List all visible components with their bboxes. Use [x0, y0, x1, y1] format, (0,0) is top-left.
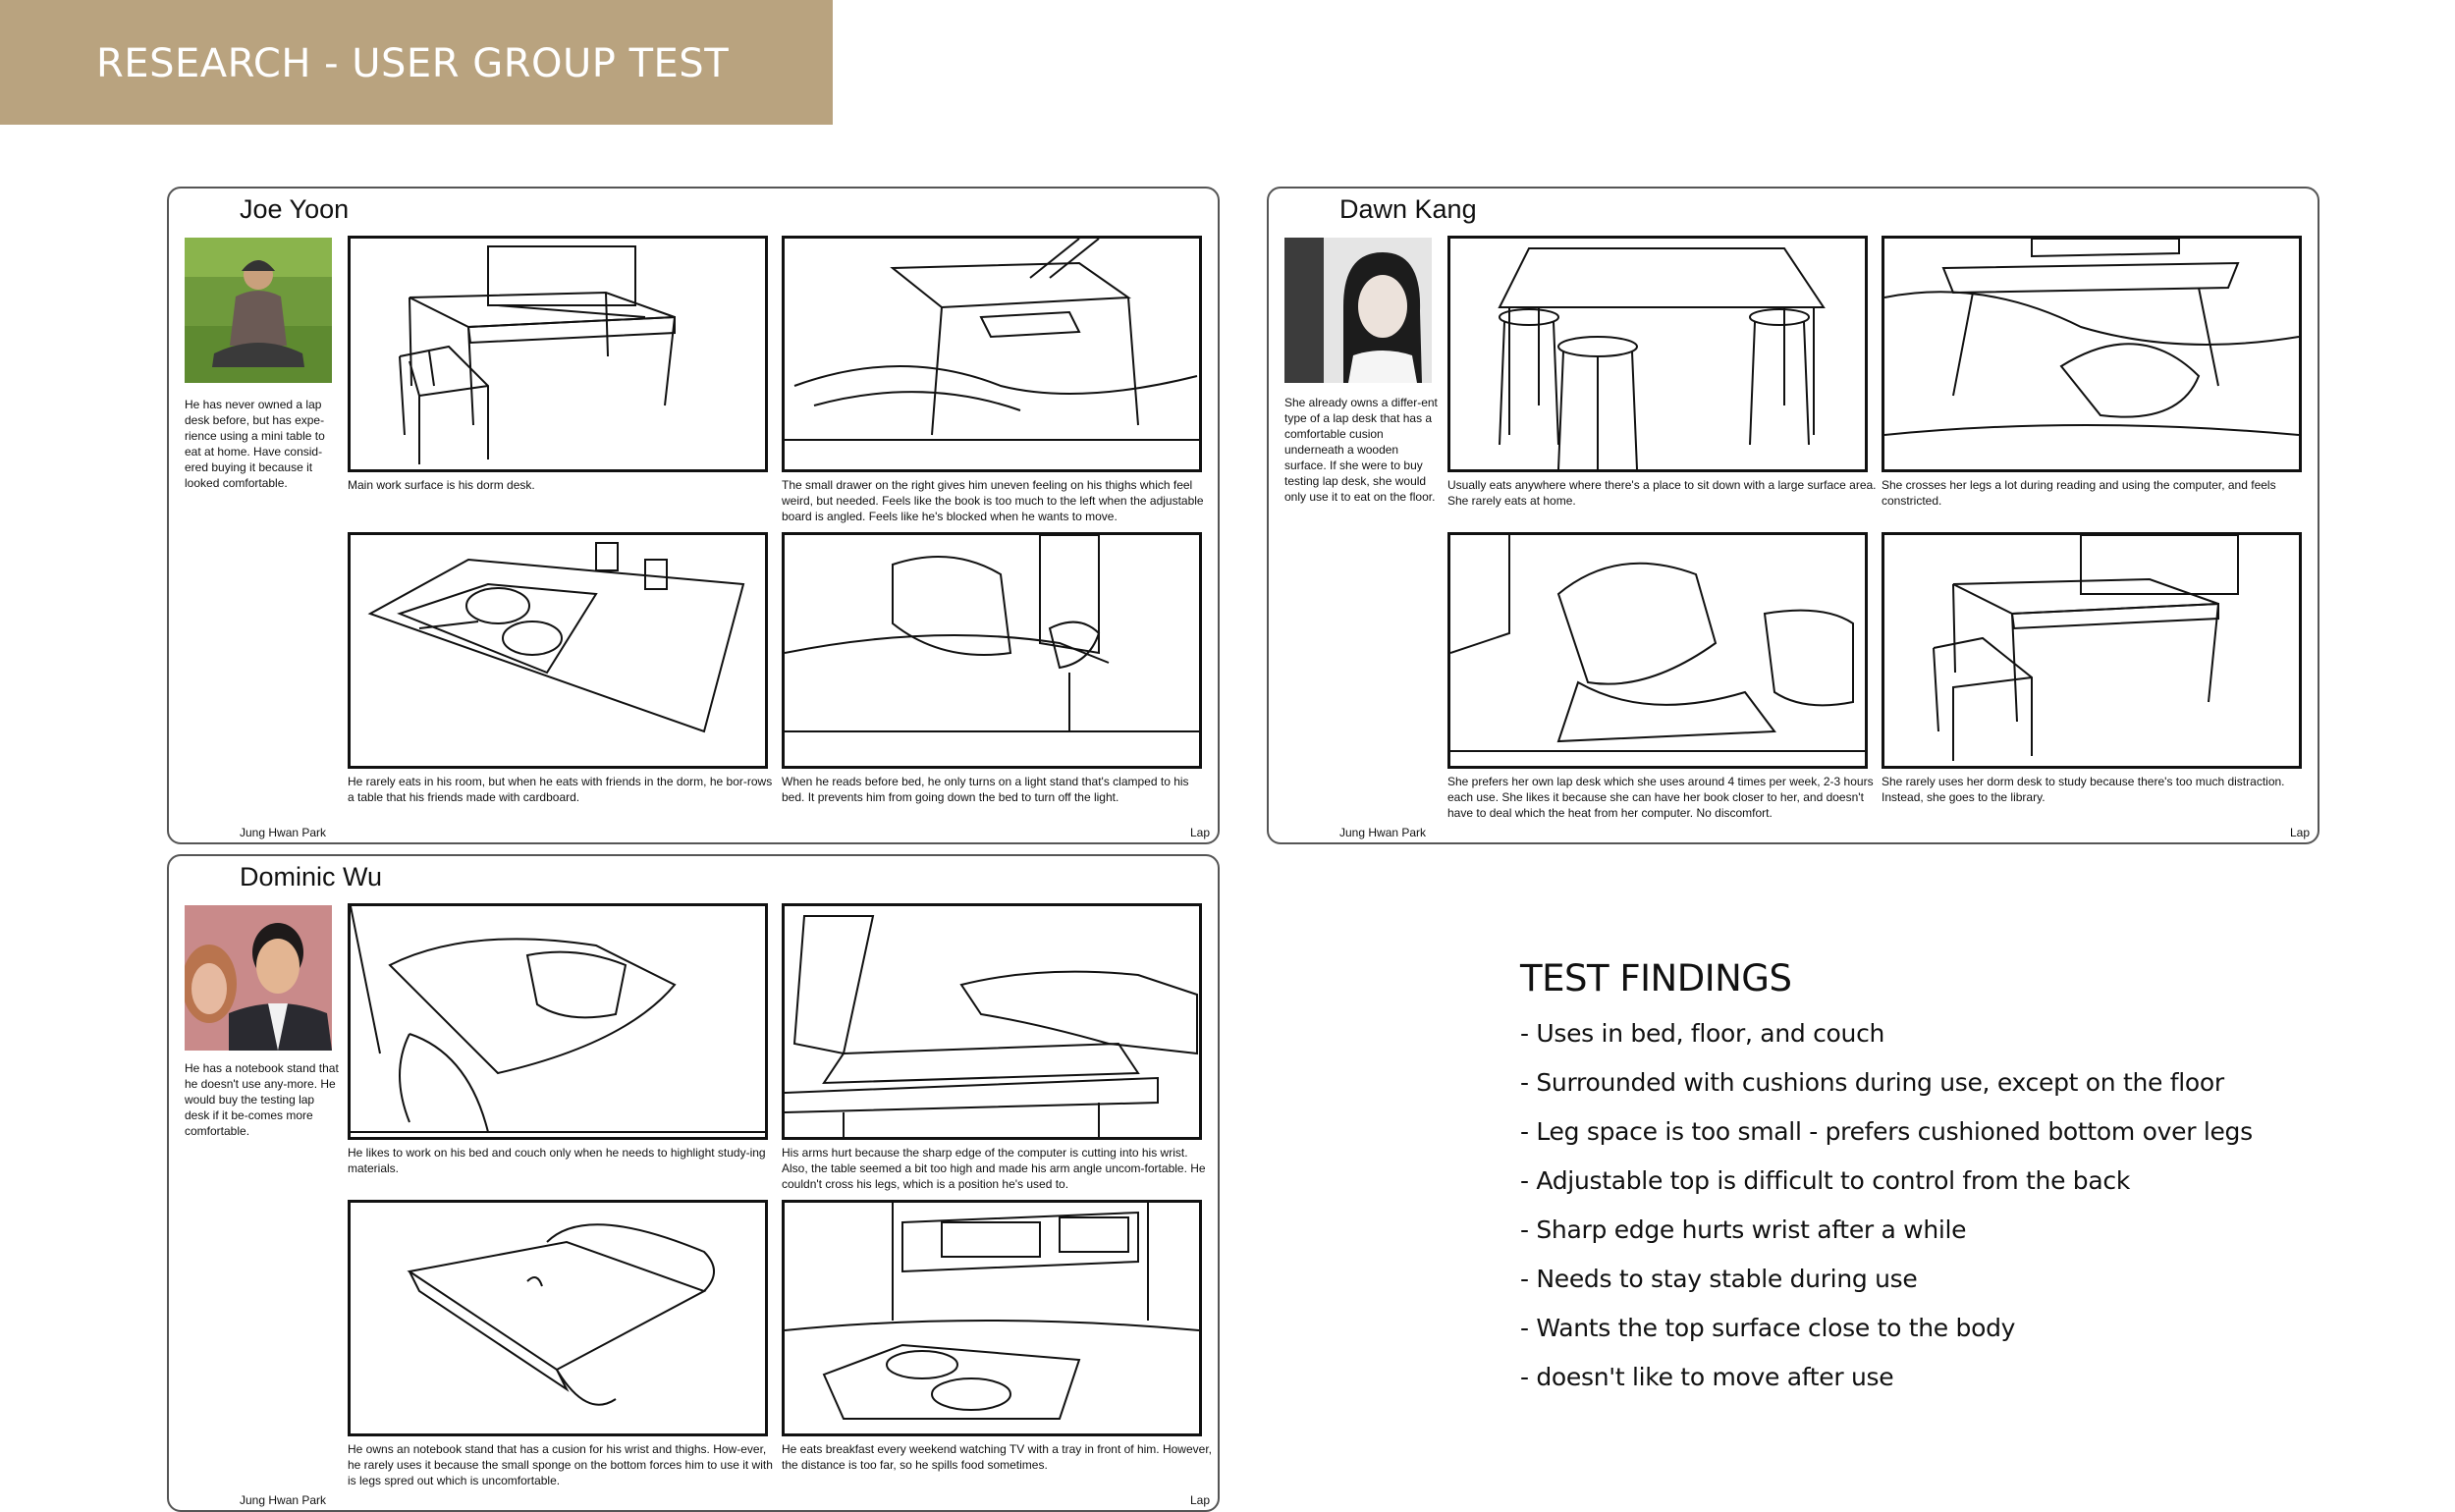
sketch-notebook-stand	[348, 1200, 768, 1436]
sketch-cushion-lap-desk	[1447, 532, 1868, 769]
finding-item: - Wants the top surface close to the bod…	[1520, 1314, 2016, 1342]
author-credit: Jung Hwan Park	[240, 826, 327, 839]
sketch-cardboard-table	[348, 532, 768, 769]
finding-item: - Adjustable top is difficult to control…	[1520, 1166, 2131, 1195]
sketch-caption: She prefers her own lap desk which she u…	[1447, 775, 1874, 820]
footer-label: Lap	[2290, 826, 2311, 839]
user-photo	[185, 905, 332, 1051]
sketch-dorm-desk-2	[1882, 532, 2302, 769]
author-credit: Jung Hwan Park	[1339, 826, 1427, 839]
user-bio: He has never owned a lap desk before, bu…	[185, 398, 325, 490]
header-banner: RESEARCH - USER GROUP TEST	[0, 0, 833, 125]
sketch-caption: He owns an notebook stand that has a cus…	[348, 1442, 773, 1487]
user-card-dominic-wu: Dominic Wu He has a notebook stand that …	[167, 854, 1220, 1512]
sketch-stool-table	[1447, 236, 1868, 472]
sketch-caption: Main work surface is his dorm desk.	[348, 478, 535, 492]
user-photo	[185, 238, 332, 383]
user-name: Dawn Kang	[1339, 194, 1477, 224]
sketch-caption: His arms hurt because the sharp edge of …	[782, 1146, 1206, 1191]
sketch-breakfast-tray	[782, 1200, 1202, 1436]
sketch-caption: When he reads before bed, he only turns …	[782, 775, 1189, 804]
finding-item: - doesn't like to move after use	[1520, 1363, 1894, 1391]
sketch-caption: He rarely eats in his room, but when he …	[348, 775, 773, 804]
sketch-caption: She crosses her legs a lot during readin…	[1882, 478, 2276, 508]
finding-item: - Sharp edge hurts wrist after a while	[1520, 1215, 1967, 1244]
sketch-laptop-wrist	[782, 903, 1202, 1140]
user-card-joe-yoon: Joe Yoon He has never owned a lap desk b…	[167, 187, 1220, 844]
sketch-caption: Usually eats anywhere where there's a pl…	[1447, 478, 1877, 508]
user-name: Joe Yoon	[240, 194, 350, 224]
author-credit: Jung Hwan Park	[240, 1493, 327, 1507]
sketch-bed-lap-desk	[782, 236, 1202, 472]
sketch-caption: He likes to work on his bed and couch on…	[348, 1146, 766, 1175]
sketch-couch	[348, 903, 768, 1140]
page-title: RESEARCH - USER GROUP TEST	[96, 41, 730, 86]
sketch-dorm-desk	[348, 236, 768, 472]
user-photo	[1284, 238, 1432, 383]
sketch-caption: She rarely uses her dorm desk to study b…	[1882, 775, 2285, 804]
sketch-caption: The small drawer on the right gives him …	[782, 478, 1204, 523]
finding-item: - Needs to stay stable during use	[1520, 1265, 1918, 1293]
sketch-caption: He eats breakfast every weekend watching…	[782, 1442, 1212, 1472]
user-name: Dominic Wu	[240, 862, 383, 891]
finding-item: - Leg space is too small - prefers cushi…	[1520, 1117, 2253, 1146]
sketch-clamp-light	[782, 532, 1202, 769]
footer-label: Lap	[1190, 1493, 1211, 1507]
findings-title: TEST FINDINGS	[1520, 957, 1792, 999]
test-findings: TEST FINDINGS - Uses in bed, floor, and …	[1520, 957, 2404, 1412]
user-bio: She already owns a differ-ent type of a …	[1284, 396, 1438, 504]
finding-item: - Surrounded with cushions during use, e…	[1520, 1068, 2224, 1097]
user-card-dawn-kang: Dawn Kang She already owns a differ-ent …	[1267, 187, 2319, 844]
sketch-crossed-legs	[1882, 236, 2302, 472]
footer-label: Lap	[1190, 826, 1211, 839]
finding-item: - Uses in bed, floor, and couch	[1520, 1019, 1885, 1048]
user-bio: He has a notebook stand that he doesn't …	[185, 1061, 339, 1138]
